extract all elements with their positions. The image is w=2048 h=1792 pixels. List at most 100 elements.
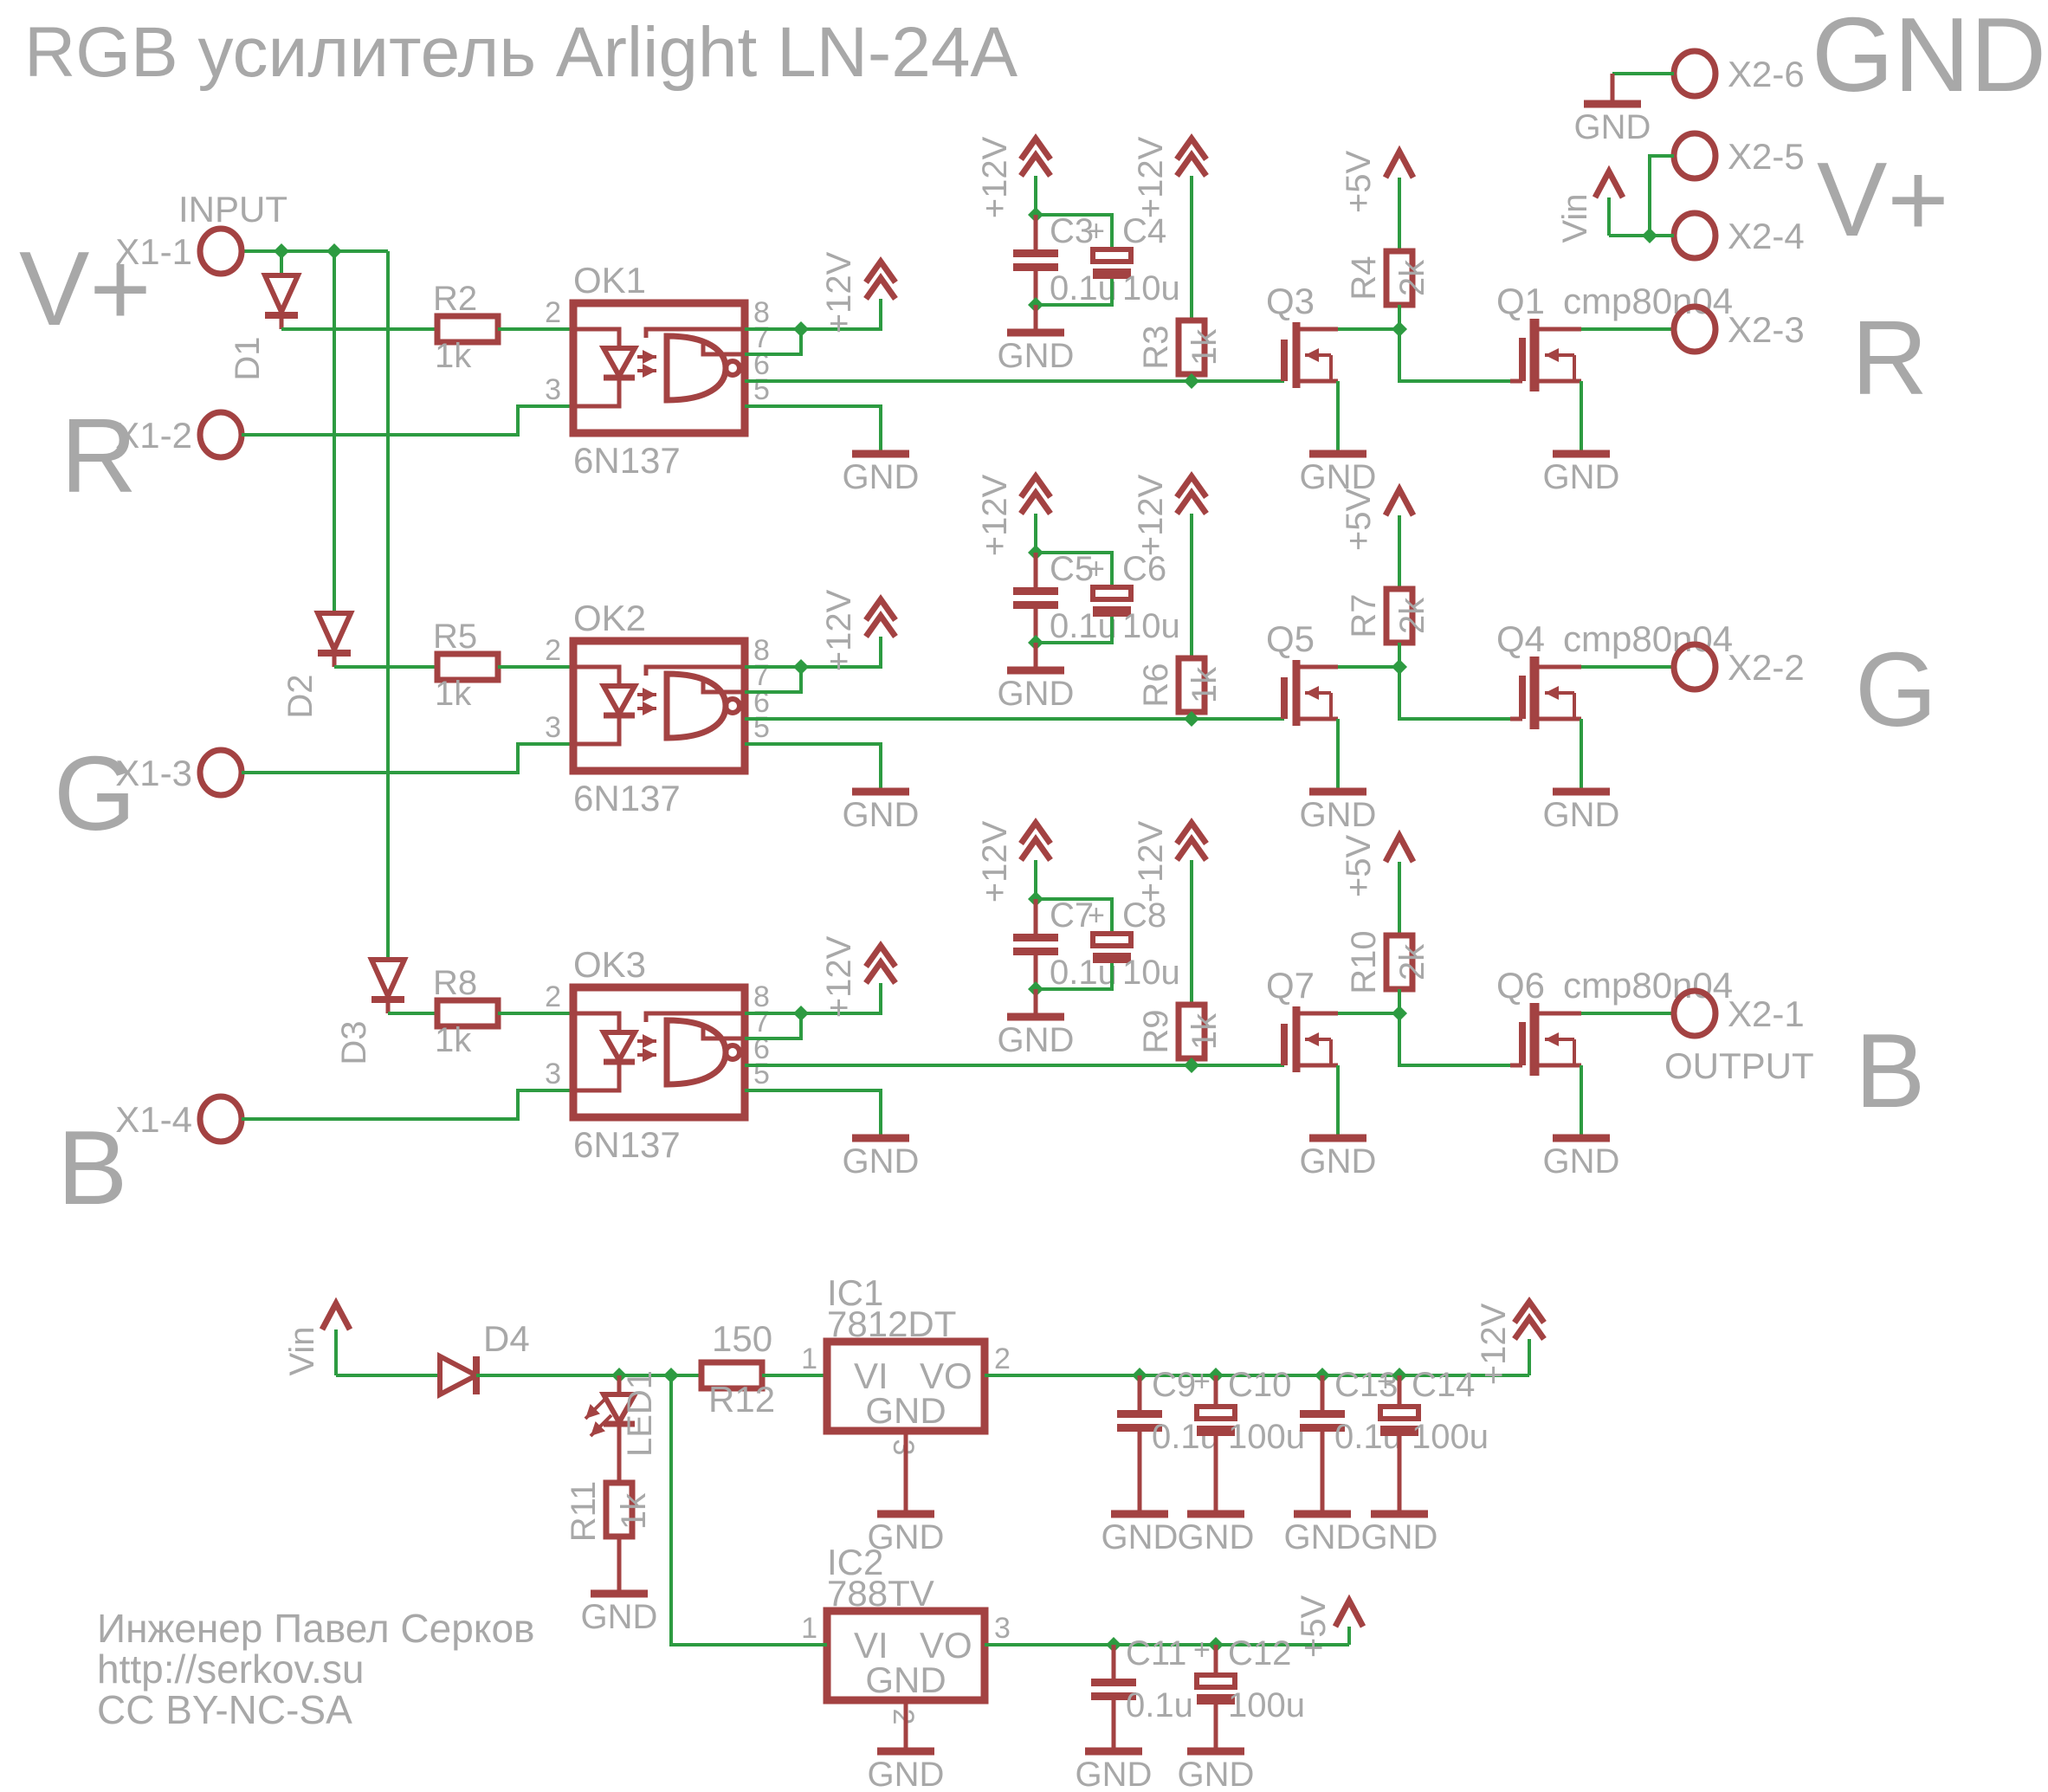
capacitor-ref: C12 [1228, 1634, 1291, 1672]
resistor-value: 2k [1393, 943, 1431, 980]
capacitor-ref: C3 [1050, 212, 1094, 250]
resistor-value: 2k [1393, 597, 1431, 634]
pin-number: 1 [801, 1342, 817, 1375]
opto-emission-arrow-icon [643, 688, 656, 702]
pin-number: 8 [753, 296, 770, 329]
pin-number: 5 [753, 373, 770, 406]
diode-D1 [261, 273, 302, 319]
opto-gate-icon [663, 670, 729, 741]
input-signal-wire [242, 404, 573, 437]
gnd-label: GND [843, 796, 920, 834]
wire [745, 299, 882, 331]
resistor-ref: R4 [1345, 256, 1383, 300]
rail-12v-arrow-icon [1018, 149, 1053, 178]
connector-X2-3 [1670, 303, 1719, 355]
right-label-r: R [1851, 299, 1928, 417]
connector-X2-4 [1670, 210, 1719, 262]
resistor-ref: R9 [1137, 1009, 1175, 1053]
mosfet-arrow-icon [1305, 1032, 1319, 1046]
rail-5v-arrow-icon [1332, 1594, 1366, 1628]
capacitor-ref: C14 [1412, 1366, 1475, 1404]
rail-12v-arrow-icon [1174, 817, 1209, 846]
resistor-value: 1k [1186, 1012, 1224, 1050]
capacitor-value: 0.1u [1334, 1418, 1402, 1456]
capacitor-C11 [1091, 1679, 1136, 1686]
regulator-ref: IC1 [827, 1272, 883, 1313]
capacitor-ref: C13 [1334, 1366, 1398, 1404]
capacitor-value: 0.1u [1050, 607, 1117, 645]
wire [745, 1089, 882, 1138]
diode-D3 [367, 957, 409, 1003]
capacitor-C8 [1093, 953, 1131, 963]
connector-X2-2 [1670, 641, 1719, 693]
diode-D4 [437, 1352, 482, 1399]
pin-number: 5 [753, 711, 770, 744]
pin-number: 1 [801, 1612, 817, 1645]
wire [745, 404, 882, 454]
pin-number: 2 [545, 634, 561, 667]
mosfet-part: cmp80n04 [1563, 965, 1733, 1006]
regulator-vo-label: VO [920, 1625, 972, 1666]
gnd-label: GND [1543, 458, 1620, 496]
optocoupler-OK1-body [569, 299, 749, 437]
capacitor-value: 10u [1122, 607, 1180, 645]
capacitor-value: 0.1u [1050, 269, 1117, 307]
opto-led-pin [573, 327, 622, 348]
pin-number: 6 [753, 686, 770, 719]
connector-X2-5-label: X2-5 [1728, 136, 1805, 177]
rail-12v-arrow-icon [1018, 133, 1053, 162]
output-label: OUTPUT [1664, 1045, 1814, 1086]
rail-5v-label: +5V [1295, 1595, 1333, 1659]
opto-part: 6N137 [573, 440, 681, 481]
gnd-label: GND [1076, 1756, 1153, 1792]
opto-led-pin [573, 379, 622, 409]
rail-12v-arrow-icon [1174, 487, 1209, 516]
resistor-value: 1k [435, 337, 472, 375]
connector-X1-3 [197, 747, 245, 799]
schematic-title: RGB усилитель Arlight LN-24A [24, 13, 1018, 92]
pin-number: 2 [545, 980, 561, 1013]
gnd-label: GND [1300, 1142, 1377, 1181]
mosfet-arrow-icon [1305, 348, 1319, 362]
pin-number: 6 [753, 1032, 770, 1065]
input-header: INPUT [178, 189, 287, 230]
rail-12v-label: +12V [976, 820, 1014, 902]
capacitor-value: 100u [1412, 1418, 1489, 1456]
gnd-label: GND [1178, 1756, 1255, 1792]
resistor-ref: R5 [433, 618, 477, 656]
rail-12v-label: +12V [1132, 820, 1170, 902]
capacitor-C4 [1093, 268, 1131, 279]
opto-ref: OK3 [573, 944, 646, 985]
diode-ref: D3 [335, 1020, 373, 1064]
resistor-ref: R10 [1345, 930, 1383, 993]
polarity-mark: + [1088, 215, 1105, 248]
capacitor-C7 [1013, 934, 1058, 941]
capacitor-C9 [1117, 1410, 1162, 1418]
capacitor-value: 0.1u [1152, 1418, 1219, 1456]
gnd-label: GND [1102, 1518, 1179, 1556]
opto-led-icon [598, 346, 640, 382]
gnd-label: GND [843, 1142, 920, 1181]
left-label-r: R [61, 397, 137, 514]
pin-number: 3 [545, 711, 561, 744]
capacitor-C10 [1194, 1404, 1237, 1421]
credit-license: CC BY-NC-SA [97, 1687, 352, 1732]
capacitor-ref: C8 [1122, 896, 1166, 935]
gnd-label: GND [581, 1598, 658, 1636]
gnd-label: GND [998, 337, 1075, 375]
rail-12v-label: +12V [820, 251, 858, 333]
opto-part: 6N137 [573, 1124, 681, 1165]
rail-5v-label: +5V [1340, 488, 1378, 552]
led-LED1-icon [598, 1392, 640, 1428]
pin-number: 3 [545, 373, 561, 406]
resistor-ref: R8 [433, 964, 477, 1002]
mosfet-ref: Q3 [1266, 281, 1315, 321]
opto-inverter-bubble-icon [723, 359, 742, 378]
capacitor-value: 0.1u [1050, 954, 1117, 992]
mosfet-part: cmp80n04 [1563, 281, 1733, 321]
rail-vin-label: Vin [283, 1326, 321, 1375]
rail-12v-arrow-icon [1174, 149, 1209, 178]
resistor-value: 2k [1393, 259, 1431, 296]
opto-vcc-internal [643, 1011, 745, 1022]
